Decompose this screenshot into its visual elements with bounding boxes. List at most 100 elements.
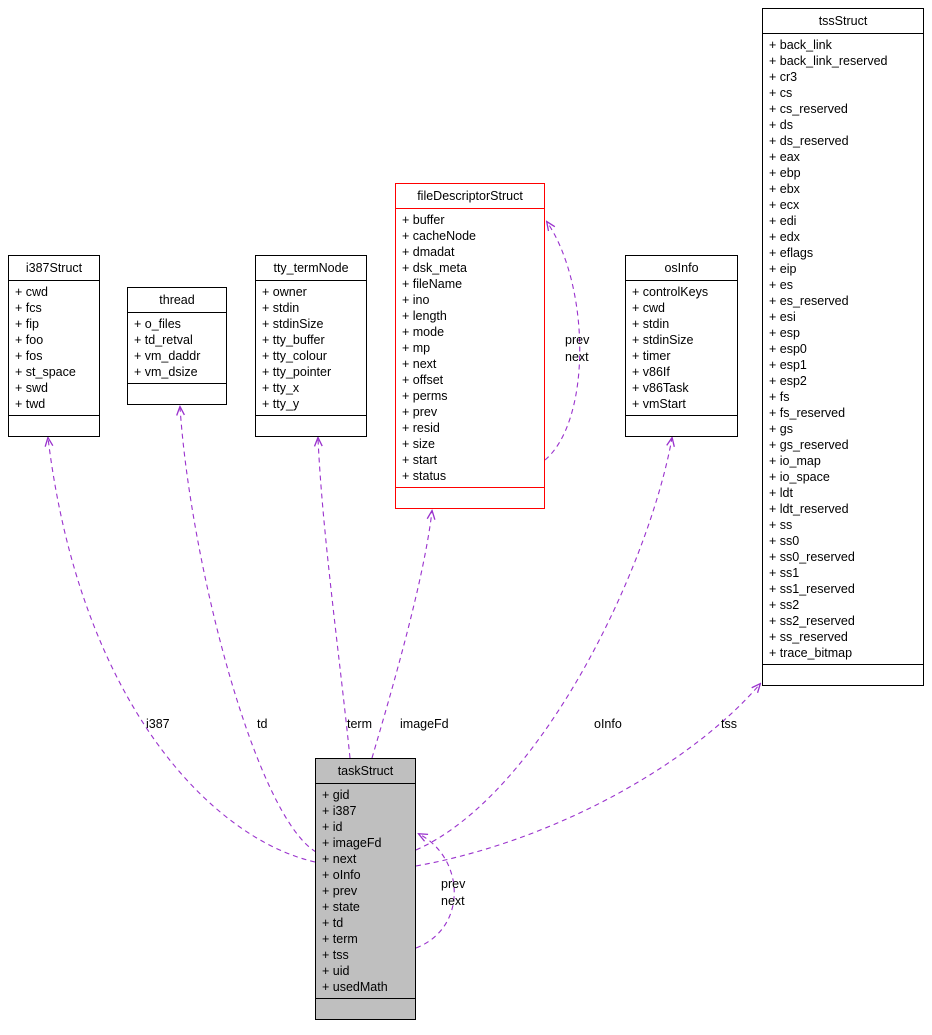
class-field: + ebp bbox=[769, 166, 801, 180]
class-field: + vm_dsize bbox=[134, 365, 198, 379]
class-field: + resid bbox=[402, 421, 440, 435]
class-field: + o_files bbox=[134, 317, 181, 331]
class-field: + buffer bbox=[402, 213, 445, 227]
class-field: + stdinSize bbox=[262, 317, 324, 331]
class-field: + id bbox=[322, 820, 343, 834]
class-field: + eax bbox=[769, 150, 800, 164]
class-field: + tty_colour bbox=[262, 349, 327, 363]
class-field: + fs bbox=[769, 390, 790, 404]
class-title: fileDescriptorStruct bbox=[396, 184, 544, 209]
class-field: + tty_pointer bbox=[262, 365, 332, 379]
class-field: + ecx bbox=[769, 198, 800, 212]
class-field: + eflags bbox=[769, 246, 814, 260]
edge-label-imagefd: imageFd bbox=[400, 717, 449, 731]
class-i387struct[interactable]: i387Struct + cwd+ fcs+ fip+ foo+ fos+ st… bbox=[8, 255, 100, 437]
class-field: + mode bbox=[402, 325, 445, 339]
class-field: + ss0_reserved bbox=[769, 550, 855, 564]
class-title: tssStruct bbox=[763, 9, 923, 34]
class-field: + cacheNode bbox=[402, 229, 477, 243]
class-field: + ss1_reserved bbox=[769, 582, 855, 596]
class-field: + oInfo bbox=[322, 868, 361, 882]
class-field: + esp2 bbox=[769, 374, 807, 388]
class-field: + es bbox=[769, 278, 793, 292]
edge-label-task-next: next bbox=[441, 894, 465, 908]
class-field: + td_retval bbox=[134, 333, 193, 347]
class-taskstruct[interactable]: taskStruct + gid+ i387+ id+ imageFd+ nex… bbox=[315, 758, 416, 1020]
edge-label-tss: tss bbox=[721, 717, 737, 731]
class-field: + timer bbox=[632, 349, 671, 363]
class-field: + cr3 bbox=[769, 70, 798, 84]
class-fields: + buffer+ cacheNode+ dmadat+ dsk_meta+ f… bbox=[396, 209, 544, 488]
class-field: + gs_reserved bbox=[769, 438, 849, 452]
class-field: + term bbox=[322, 932, 358, 946]
class-field: + tty_y bbox=[262, 397, 300, 411]
class-field: + edi bbox=[769, 214, 797, 228]
class-field: + esp bbox=[769, 326, 800, 340]
class-field: + tss bbox=[322, 948, 349, 962]
class-field: + v86Task bbox=[632, 381, 689, 395]
class-osinfo[interactable]: osInfo + controlKeys+ cwd+ stdin+ stdinS… bbox=[625, 255, 738, 437]
class-field: + ss2 bbox=[769, 598, 800, 612]
class-tssstruct[interactable]: tssStruct + back_link+ back_link_reserve… bbox=[762, 8, 924, 686]
class-field: + usedMath bbox=[322, 980, 388, 994]
class-field: + fos bbox=[15, 349, 43, 363]
edge-taskstruct-tssstruct bbox=[415, 684, 760, 867]
class-title: osInfo bbox=[626, 256, 737, 281]
class-field: + stdin bbox=[632, 317, 670, 331]
edge-label-td: td bbox=[257, 717, 268, 731]
class-field: + next bbox=[402, 357, 437, 371]
class-field: + length bbox=[402, 309, 447, 323]
class-empty-compartment bbox=[763, 665, 923, 685]
class-field: + gid bbox=[322, 788, 350, 802]
class-field: + stdinSize bbox=[632, 333, 694, 347]
class-field: + gs bbox=[769, 422, 793, 436]
class-empty-compartment bbox=[316, 999, 415, 1019]
class-title: i387Struct bbox=[9, 256, 99, 281]
class-field: + st_space bbox=[15, 365, 76, 379]
class-field: + perms bbox=[402, 389, 448, 403]
class-field: + state bbox=[322, 900, 360, 914]
class-field: + foo bbox=[15, 333, 44, 347]
class-field: + ldt_reserved bbox=[769, 502, 849, 516]
class-field: + vm_daddr bbox=[134, 349, 201, 363]
class-tty-termnode[interactable]: tty_termNode + owner+ stdin+ stdinSize+ … bbox=[255, 255, 367, 437]
class-field: + tty_x bbox=[262, 381, 300, 395]
class-field: + controlKeys bbox=[632, 285, 709, 299]
class-field: + vmStart bbox=[632, 397, 686, 411]
class-field: + esi bbox=[769, 310, 796, 324]
class-empty-compartment bbox=[396, 488, 544, 508]
class-field: + offset bbox=[402, 373, 444, 387]
class-field: + fcs bbox=[15, 301, 42, 315]
class-field: + next bbox=[322, 852, 357, 866]
class-field: + eip bbox=[769, 262, 797, 276]
class-fields: + owner+ stdin+ stdinSize+ tty_buffer+ t… bbox=[256, 281, 366, 416]
class-field: + trace_bitmap bbox=[769, 646, 853, 660]
edge-label-task-prev: prev bbox=[441, 877, 466, 891]
edge-label-fd-prev: prev bbox=[565, 333, 590, 347]
class-field: + ss0 bbox=[769, 534, 800, 548]
class-filedescriptorstruct[interactable]: fileDescriptorStruct + buffer + cacheNode… bbox=[395, 183, 545, 509]
class-field: + ss1 bbox=[769, 566, 800, 580]
edge-label-i387: i387 bbox=[146, 717, 170, 731]
class-field: + io_space bbox=[769, 470, 830, 484]
edge-label-oinfo: oInfo bbox=[594, 717, 622, 731]
class-field: + start bbox=[402, 453, 438, 467]
class-field: + fip bbox=[15, 317, 39, 331]
class-field: + esp1 bbox=[769, 358, 807, 372]
class-field: + ss_reserved bbox=[769, 630, 848, 644]
class-field: + imageFd bbox=[322, 836, 382, 850]
class-field: + twd bbox=[15, 397, 46, 411]
class-field: + status bbox=[402, 469, 447, 483]
class-fields: + gid+ i387+ id+ imageFd+ next+ oInfo+ p… bbox=[316, 784, 415, 999]
edge-taskstruct-ttytermnode bbox=[318, 438, 351, 759]
class-field: + uid bbox=[322, 964, 350, 978]
edge-label-term: term bbox=[347, 717, 372, 731]
class-field: + size bbox=[402, 437, 436, 451]
class-empty-compartment bbox=[626, 416, 737, 436]
class-field: + esp0 bbox=[769, 342, 807, 356]
class-thread[interactable]: thread + o_files+ td_retval+ vm_daddr+ v… bbox=[127, 287, 227, 405]
class-empty-compartment bbox=[128, 384, 226, 404]
class-empty-compartment bbox=[9, 416, 99, 436]
class-field: + ss2_reserved bbox=[769, 614, 855, 628]
class-empty-compartment bbox=[256, 416, 366, 436]
